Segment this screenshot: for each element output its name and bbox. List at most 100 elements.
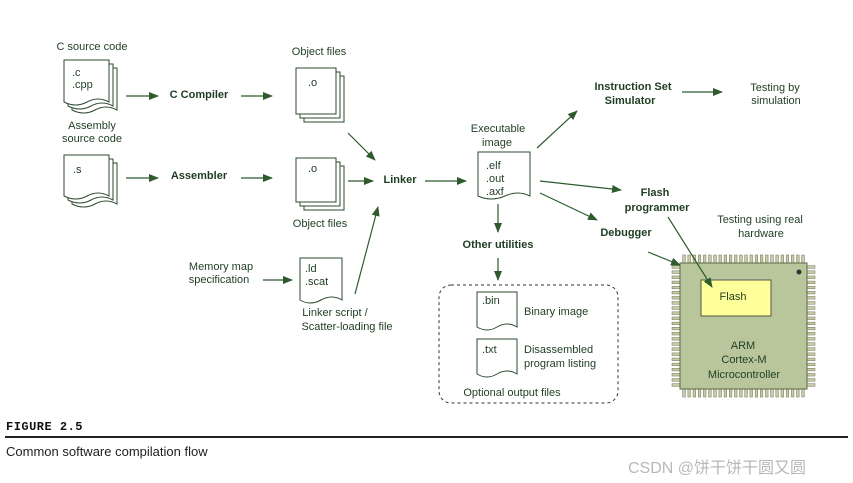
flash-programmer-label-1: Flash <box>641 187 670 199</box>
testing-hw-label-1: Testing using real <box>717 214 803 226</box>
chip-pin <box>775 254 779 264</box>
chip-pin <box>785 388 790 398</box>
chip-pin <box>770 254 774 264</box>
chip-pin <box>671 306 681 310</box>
chip-pin <box>671 291 681 295</box>
s-ext-label: .s <box>73 164 82 176</box>
chip-pin <box>806 301 816 305</box>
chip-pin <box>708 254 712 264</box>
chip-pin <box>801 388 805 398</box>
object-files-top-icon <box>295 67 345 123</box>
chip-pin <box>671 285 681 290</box>
memory-map-label-2: specification <box>189 274 250 286</box>
chip-pin <box>671 362 681 367</box>
c-source-label: C source code <box>57 41 128 53</box>
chip-pin <box>723 388 727 398</box>
chip-pin <box>671 368 681 372</box>
c-compiler-label: C Compiler <box>170 89 229 101</box>
chip-pin <box>806 368 816 372</box>
chip-pin <box>671 337 681 341</box>
chip-pin <box>806 285 816 290</box>
chip-pin <box>754 388 758 398</box>
chip-pin <box>671 316 681 320</box>
chip-pin <box>671 373 681 377</box>
out-ext-label: .out <box>486 173 504 185</box>
bin-doc-icon <box>476 291 518 331</box>
chip-pin <box>671 280 681 284</box>
disasm-label-2: program listing <box>524 358 596 370</box>
arrow-debugger-to-chip <box>647 251 681 266</box>
chip-pin <box>806 280 816 284</box>
chip-pin <box>801 254 805 264</box>
c-ext-label: .c <box>72 67 81 79</box>
chip-pin <box>806 306 816 310</box>
chip-pin <box>697 254 702 264</box>
chip-pin <box>775 388 779 398</box>
cpp-ext-label: .cpp <box>72 79 93 91</box>
debugger-label: Debugger <box>600 227 652 239</box>
watermark: CSDN @饼干饼干圆又圆 <box>628 460 807 477</box>
linker-script-doc-icon <box>299 257 343 304</box>
other-utilities-label: Other utilities <box>463 239 534 251</box>
chip-pin <box>749 254 753 264</box>
elf-ext-label: .elf <box>486 160 502 172</box>
chip-pin <box>806 332 816 336</box>
chip-pin <box>806 316 816 320</box>
chip-pin <box>697 388 702 398</box>
chip-pin <box>806 362 816 367</box>
chip-pin <box>671 332 681 336</box>
chip-pin <box>671 352 681 356</box>
asm-source-doc-icon <box>63 154 118 208</box>
chip-pins <box>671 254 816 398</box>
optional-output-label: Optional output files <box>463 387 561 399</box>
chip-pin <box>780 254 784 264</box>
chip-pin <box>729 254 733 264</box>
chip-pin <box>671 383 681 387</box>
pin1-marker-icon <box>796 269 802 275</box>
figure-label: FIGURE 2.5 <box>6 420 84 434</box>
figure-caption: Common software compilation flow <box>6 444 208 459</box>
chip-pin <box>713 388 717 398</box>
chip-pin <box>806 291 816 295</box>
chip-pin <box>760 254 764 264</box>
chip-pin <box>682 254 686 264</box>
c-source-doc-icon <box>63 59 118 114</box>
txt-doc-icon <box>476 338 518 378</box>
mcu-label-3: Microcontroller <box>708 369 780 381</box>
chip-pin <box>734 254 738 264</box>
obj-ext-top-label: .o <box>308 77 317 89</box>
linker-label: Linker <box>383 174 417 186</box>
chip-pin <box>744 388 748 398</box>
chip-pin <box>806 373 816 377</box>
chip-pin <box>806 357 816 361</box>
chip-pin <box>708 388 712 398</box>
chip-pin <box>671 321 681 325</box>
bin-ext-label: .bin <box>482 295 500 307</box>
chip-pin <box>687 388 691 398</box>
chip-pin <box>791 254 795 264</box>
chip-pin <box>718 254 722 264</box>
chip-pin <box>739 388 743 398</box>
chip-pin <box>687 254 691 264</box>
chip-pin <box>671 357 681 361</box>
chip-pin <box>682 388 686 398</box>
chip-pin <box>749 388 753 398</box>
figure-divider <box>5 436 848 438</box>
assembler-label: Assembler <box>171 170 228 182</box>
chip-pin <box>791 388 795 398</box>
flash-block <box>700 279 772 317</box>
chip-pin <box>806 321 816 325</box>
chip-pin <box>760 388 764 398</box>
chip-pin <box>806 352 816 356</box>
chip-pin <box>780 388 784 398</box>
disasm-label-1: Disassembled <box>524 344 593 356</box>
chip-pin <box>671 347 681 351</box>
chip-pin <box>785 254 790 264</box>
ld-ext-label: .ld <box>305 263 317 275</box>
chip-pin <box>796 388 800 398</box>
chip-pin <box>671 270 681 274</box>
arrow-exe-to-iss <box>536 110 578 149</box>
chip-pin <box>713 254 717 264</box>
txt-ext-label: .txt <box>482 344 497 356</box>
chip-pin <box>806 327 816 331</box>
